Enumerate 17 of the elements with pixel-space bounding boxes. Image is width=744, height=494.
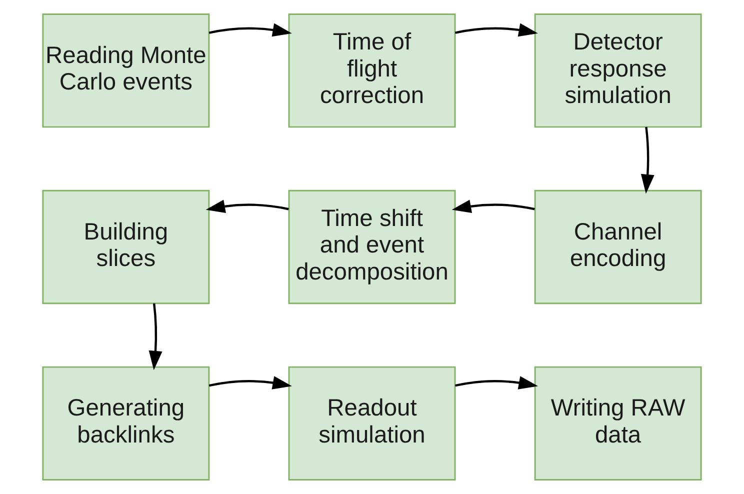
- arrow: [206, 200, 289, 213]
- arrow: [208, 376, 292, 390]
- node-box: Readout simulation: [288, 366, 456, 480]
- node-box: Reading Monte Carlo events: [42, 14, 210, 128]
- arrow: [208, 23, 292, 37]
- node-box: Generating backlinks: [42, 366, 210, 480]
- node-box: Detector response simulation: [534, 14, 702, 128]
- arrow: [454, 23, 538, 37]
- arrow: [452, 200, 535, 213]
- node-box: Time of flight correction: [288, 14, 456, 128]
- node-box: Building slices: [42, 190, 210, 304]
- arrow: [640, 126, 654, 194]
- node-box: Channel encoding: [534, 190, 702, 304]
- node-box: Time shift and event decomposition: [288, 190, 456, 304]
- arrow: [148, 303, 162, 370]
- arrow: [454, 376, 538, 390]
- node-box: Writing RAW data: [534, 366, 702, 480]
